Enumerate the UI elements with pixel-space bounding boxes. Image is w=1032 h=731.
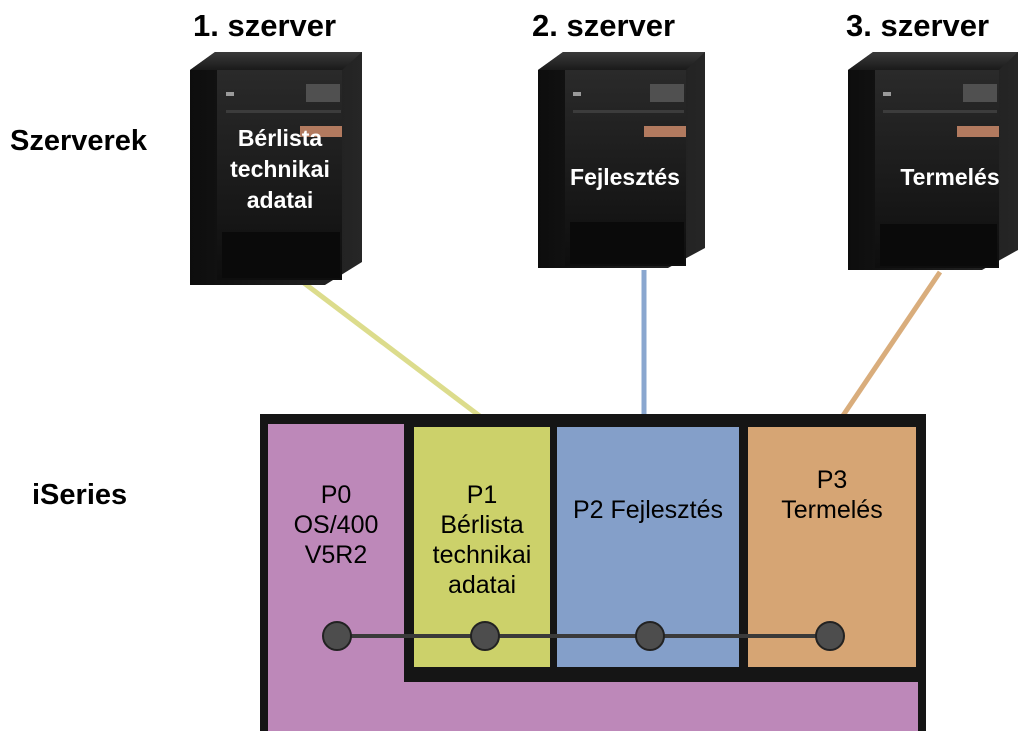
cable-server-3	[837, 270, 943, 422]
server-1-label: Bérlista technikai adatai	[230, 125, 330, 213]
server-1-title: 1. szerver	[193, 8, 337, 43]
server-3-label: Termelés	[900, 164, 1000, 190]
cable-server-1	[298, 278, 487, 422]
partition-p1-label: P1 Bérlista technikai adatai	[432, 481, 532, 599]
iseries-row-label: iSeries	[32, 479, 128, 511]
bus-node-p3	[815, 621, 845, 651]
server-3-tower	[848, 52, 1018, 270]
servers-row-label: Szerverek	[10, 125, 148, 157]
bus-node-p0	[322, 621, 352, 651]
server-2-title: 2. szerver	[532, 8, 676, 43]
server-1-tower	[190, 52, 362, 285]
partition-p0-area	[268, 424, 918, 731]
server-2-tower	[538, 52, 705, 268]
partition-p3-label: P3 Termelés	[781, 466, 883, 524]
partition-p0-label: P0 OS/400 V5R2	[293, 481, 379, 569]
bus-node-p1	[470, 621, 500, 651]
server-2-label: Fejlesztés	[570, 164, 680, 190]
partition-p2-label: P2 Fejlesztés	[572, 496, 724, 524]
bus-node-p2	[635, 621, 665, 651]
server-3-title: 3. szerver	[846, 8, 990, 43]
